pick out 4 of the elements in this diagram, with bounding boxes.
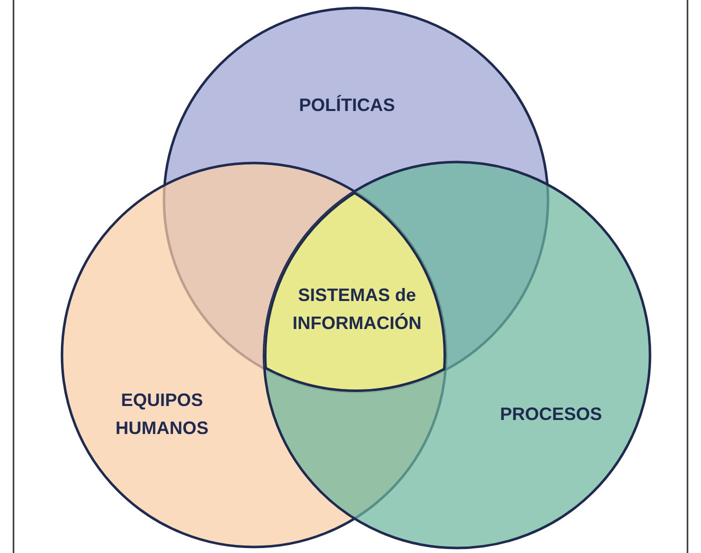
circle-label: PROCESOS <box>498 403 604 426</box>
circle-label: EQUIPOS HUMANOS <box>114 389 210 440</box>
overlap-label: SISTEMAS de INFORMACIÓN <box>292 284 422 335</box>
circle-label: POLÍTICAS <box>298 94 396 118</box>
